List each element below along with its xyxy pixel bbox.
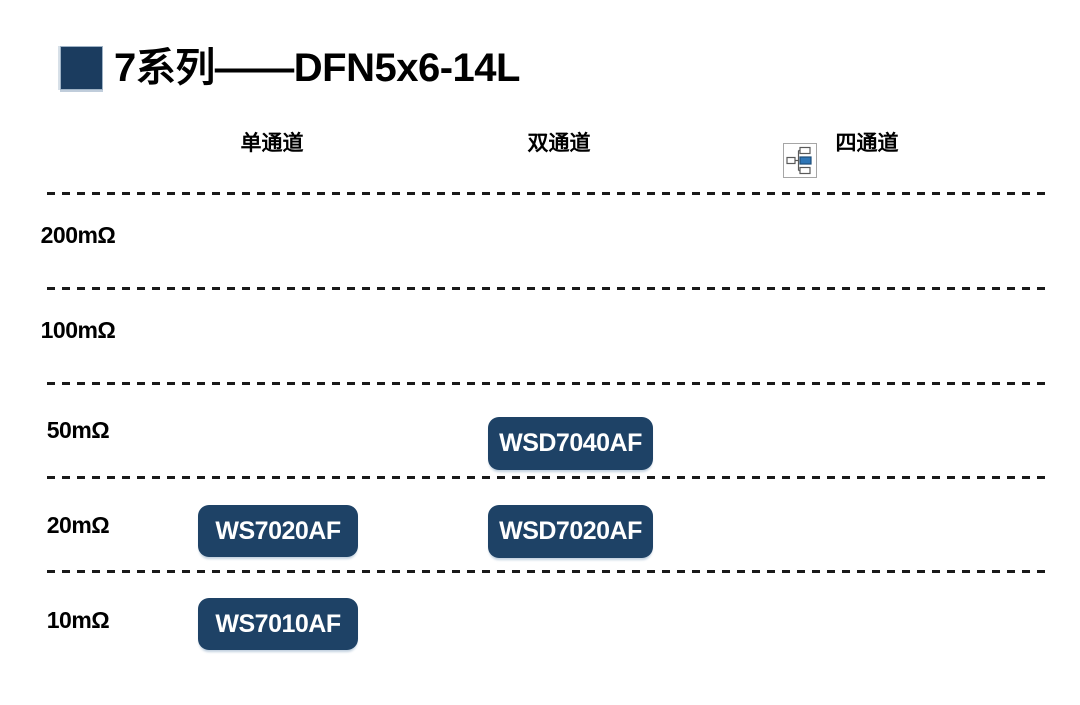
row-label-200mohm: 200mΩ bbox=[40, 222, 116, 248]
column-header-single-channel: 单通道 bbox=[240, 132, 304, 155]
dashed-divider bbox=[47, 382, 1045, 385]
org-chart-icon bbox=[783, 143, 817, 178]
dashed-divider bbox=[47, 192, 1045, 195]
product-chip-ws7020af: WS7020AF bbox=[198, 505, 358, 557]
row-label-50mohm: 50mΩ bbox=[46, 417, 110, 443]
dashed-divider bbox=[47, 570, 1045, 573]
row-label-10mohm: 10mΩ bbox=[46, 607, 110, 633]
dashed-divider bbox=[47, 287, 1045, 290]
product-chip-wsd7040af: WSD7040AF bbox=[488, 417, 653, 470]
column-header-dual-channel: 双通道 bbox=[527, 132, 591, 155]
title-bullet-square bbox=[60, 46, 103, 90]
product-chip-wsd7020af: WSD7020AF bbox=[488, 505, 653, 558]
product-chip-ws7010af: WS7010AF bbox=[198, 598, 358, 650]
row-label-20mohm: 20mΩ bbox=[46, 512, 110, 538]
column-header-quad-channel: 四通道 bbox=[835, 132, 899, 155]
page-title: 7系列——DFN5x6-14L bbox=[114, 46, 520, 90]
row-label-100mohm: 100mΩ bbox=[40, 317, 116, 343]
dashed-divider bbox=[47, 476, 1045, 479]
